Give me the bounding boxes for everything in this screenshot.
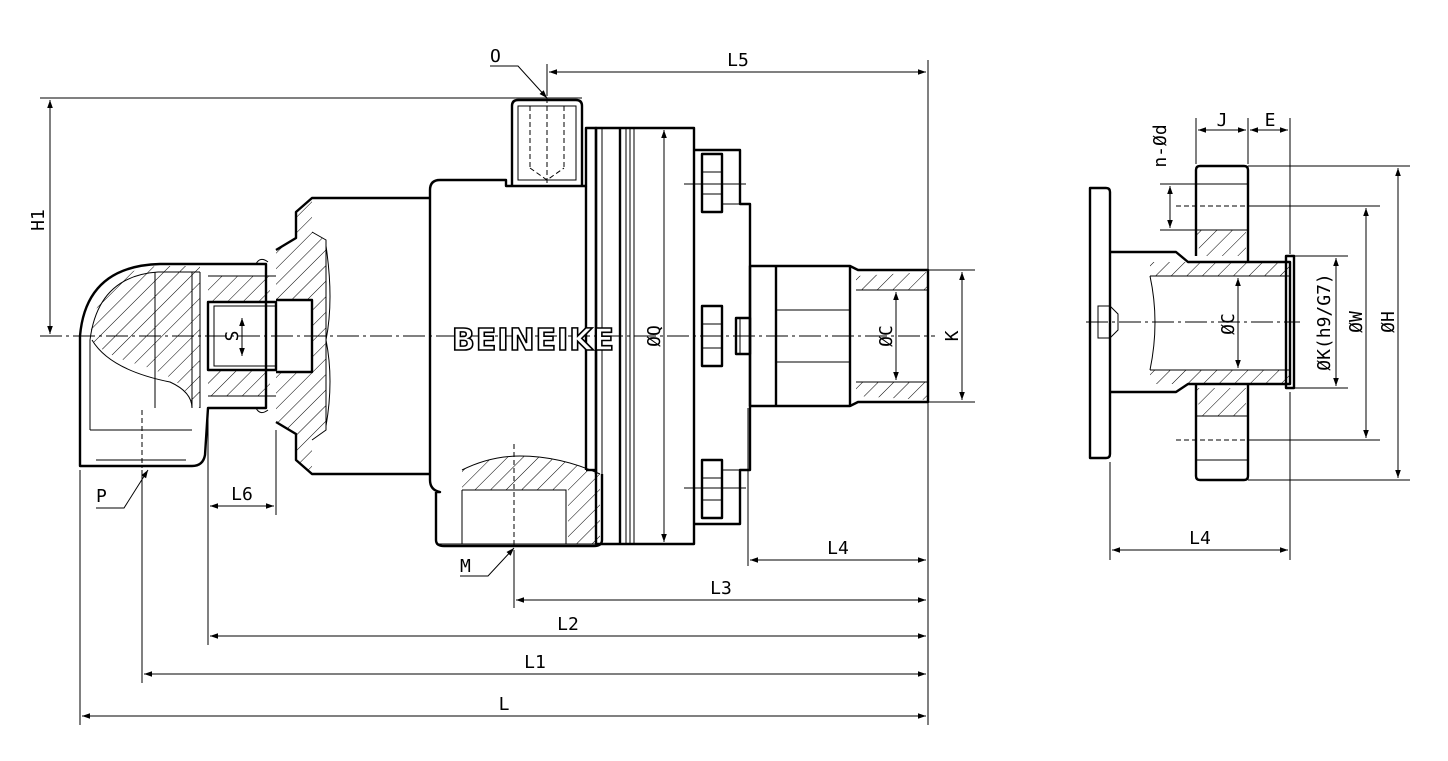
label-m: M [460, 556, 471, 577]
side-flange-plate [1088, 186, 1112, 460]
label-dia-h: ØH [1378, 311, 1399, 333]
label-dia-k: ØK(h9/G7) [1314, 273, 1335, 371]
label-dia-c-side: ØC [1218, 313, 1239, 335]
elbow-fitting [78, 258, 269, 468]
rotor-flange [594, 126, 696, 546]
side-view: J E n-Ød ØC ØK(h9/G7) ØW ØH L4 [1086, 110, 1410, 560]
flange-bolts [684, 152, 746, 520]
label-l3: L3 [710, 578, 732, 599]
label-s: S [222, 331, 243, 342]
brand-text: BEINEIKE [452, 323, 615, 358]
label-dia-c-main: ØC [876, 325, 897, 347]
label-l1: L1 [524, 652, 546, 673]
label-l: L [499, 694, 510, 715]
stator-flange [275, 196, 430, 476]
label-h1: H1 [28, 209, 49, 231]
label-o: O [490, 46, 501, 67]
label-e: E [1265, 110, 1276, 131]
label-dia-w: ØW [1346, 311, 1367, 333]
label-l5: L5 [727, 50, 749, 71]
nipple-section [206, 275, 278, 397]
label-k: K [942, 330, 963, 341]
label-p: P [96, 486, 107, 507]
label-l4-side: L4 [1189, 528, 1211, 549]
label-j: J [1217, 110, 1228, 131]
side-body [1110, 250, 1292, 394]
label-dia-q: ØQ [644, 325, 665, 347]
label-l2: L2 [557, 614, 579, 635]
top-port [510, 90, 584, 186]
label-nd: n-Ød [1150, 124, 1171, 167]
label-l4-main: L4 [827, 538, 849, 559]
main-view: BEINEIKE S ØQ ØC K H1 O P M [28, 46, 975, 725]
label-l6: L6 [231, 484, 253, 505]
